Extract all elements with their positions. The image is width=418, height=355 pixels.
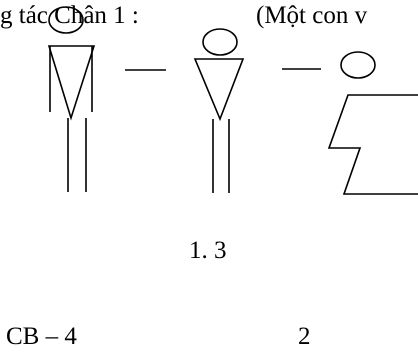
standing-figure-2: [193, 28, 245, 193]
figure-1-head: [48, 6, 84, 34]
number-label: 2: [298, 323, 311, 350]
figure-number-label: 1. 3: [189, 237, 227, 264]
code-label: CB – 4: [6, 323, 77, 350]
standing-figure-1: [47, 6, 96, 192]
figure-1-torso: [47, 45, 96, 121]
figure-3-head: [340, 51, 376, 79]
header-text-right: (Một con v: [256, 2, 368, 29]
figure-2-head: [202, 28, 238, 56]
figure-2-torso: [193, 58, 245, 122]
figure-3-body-outline: [327, 94, 418, 195]
crouching-figure-3: [327, 51, 418, 195]
